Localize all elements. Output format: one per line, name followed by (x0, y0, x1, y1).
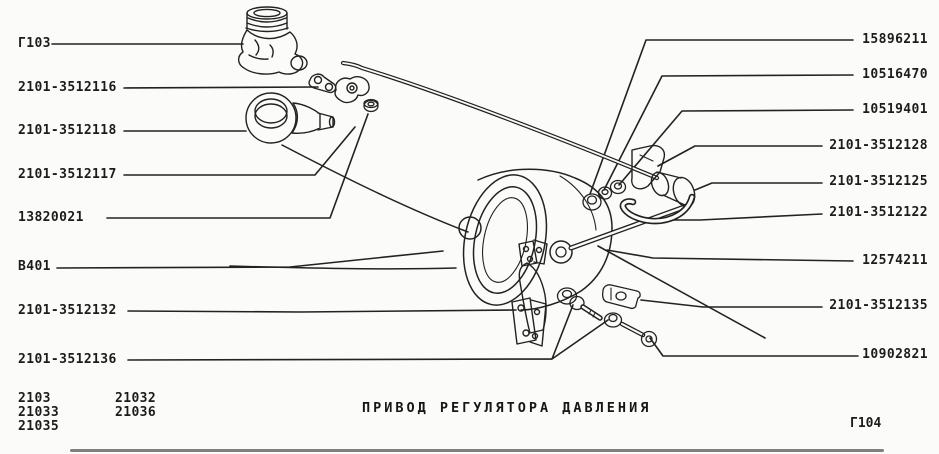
model-codes-column-1: 2103 21033 21035 (18, 392, 59, 434)
diagram-title: ПРИВОД РЕГУЛЯТОРА ДАВЛЕНИЯ (362, 400, 652, 416)
bracket-plates (308, 73, 370, 104)
washers (582, 179, 627, 211)
part-label: 13820021 (18, 210, 84, 225)
brake-backing-plate (458, 168, 613, 311)
lever-bracket-assembly (619, 144, 696, 225)
long-rod (340, 60, 660, 181)
scan-artifact (70, 449, 884, 452)
part-label: 2101-3512118 (18, 123, 117, 138)
part-label: 2101-3512116 (18, 80, 117, 95)
model-code: 21032 (115, 391, 157, 406)
part-label: 10516470 (862, 67, 928, 82)
eye-bolt-rod (549, 203, 690, 264)
figure-reference: Г104 (850, 416, 882, 431)
rod-end-eye (245, 92, 336, 144)
link-lever (511, 239, 548, 347)
part-label: 2101-3512122 (829, 205, 928, 220)
fasteners-bottom (556, 284, 658, 348)
part-label: 12574211 (862, 253, 928, 268)
part-label: 10519401 (862, 102, 928, 117)
part-label: 2101-3512132 (18, 303, 117, 318)
model-code: 2103 (18, 391, 51, 406)
part-label: B401 (18, 259, 51, 274)
pressure-regulator-valve (237, 6, 308, 75)
leader-lines (51, 39, 859, 361)
part-label: 15896211 (862, 32, 928, 47)
model-code: 21036 (115, 405, 157, 420)
part-label: 2101-3512128 (829, 138, 928, 153)
model-code: 21035 (18, 419, 60, 434)
part-label: 2101-3512125 (829, 174, 928, 189)
part-label: 2101-3512136 (18, 352, 117, 367)
part-label: 2101-3512135 (829, 298, 928, 313)
part-label: Г103 (18, 36, 51, 51)
model-codes-column-2: 21032 21036 (115, 392, 156, 420)
part-label: 10902821 (862, 347, 928, 362)
axle-beam (229, 144, 469, 270)
part-label: 2101-3512117 (18, 167, 117, 182)
lock-nut (363, 98, 379, 113)
model-code: 21033 (18, 405, 60, 420)
